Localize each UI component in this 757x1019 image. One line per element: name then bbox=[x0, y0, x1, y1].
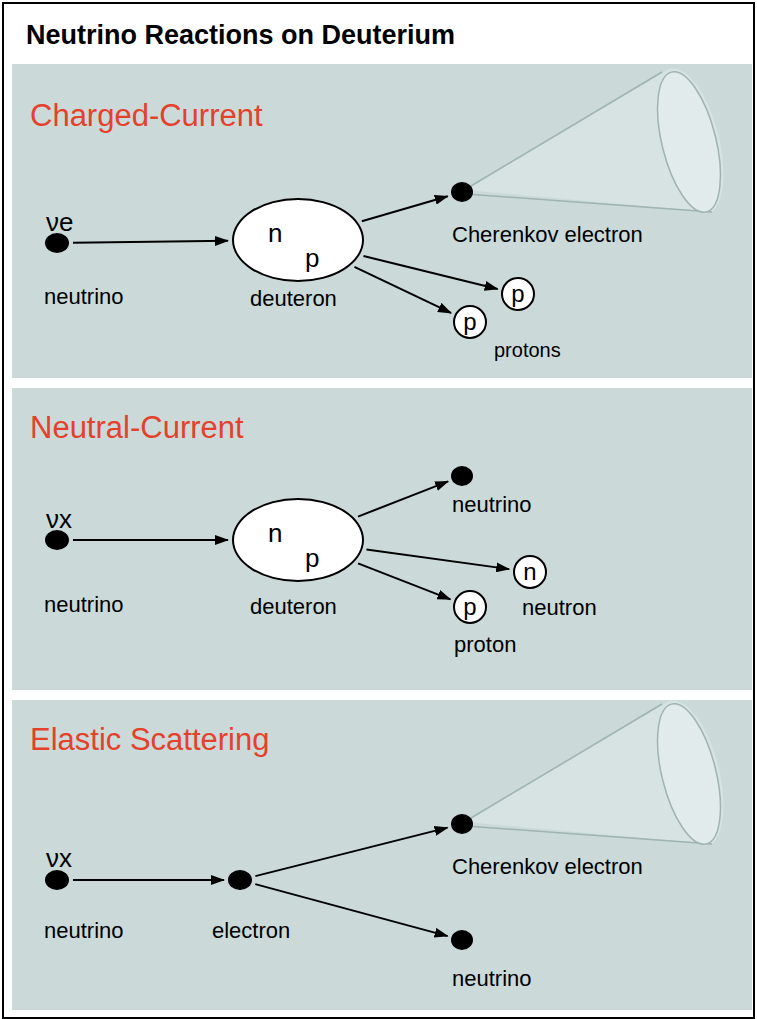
reaction-arrow bbox=[255, 884, 447, 936]
reaction-arrow bbox=[366, 549, 509, 569]
reaction-arrow bbox=[354, 267, 451, 313]
particle-label: protons bbox=[494, 338, 561, 362]
particle-label: n bbox=[268, 218, 282, 248]
particle-label: proton bbox=[454, 632, 516, 658]
particle-label: electron bbox=[212, 918, 290, 944]
cherenkov-cone bbox=[466, 698, 733, 851]
particle-label: Cherenkov electron bbox=[452, 854, 643, 880]
cherenkov-cone bbox=[466, 66, 733, 219]
particle-label: neutrino bbox=[44, 592, 124, 618]
particle-label: p bbox=[305, 543, 319, 573]
particle-letter: n bbox=[515, 557, 545, 587]
reaction-arrow bbox=[73, 539, 228, 541]
particle-label: neutrino bbox=[44, 284, 124, 310]
proton-circle: pprotons bbox=[453, 305, 487, 339]
neutrino-dot: νeneutrino bbox=[45, 233, 69, 253]
reaction-arrow bbox=[363, 256, 497, 289]
particle-label: deuteron bbox=[250, 286, 337, 312]
proton-circle: p bbox=[501, 277, 535, 311]
particle-label: p bbox=[305, 243, 319, 273]
particle-label: neutron bbox=[522, 595, 597, 621]
proton-circle: pproton bbox=[453, 590, 487, 624]
particle-label: νx bbox=[46, 504, 72, 534]
deuteron-ellipse: npdeuteron bbox=[232, 198, 364, 282]
panel-heading: Elastic Scattering bbox=[30, 722, 270, 758]
particle-label: n bbox=[268, 518, 282, 548]
reaction-arrow bbox=[255, 828, 447, 876]
electron-dot: Cherenkov electron bbox=[451, 814, 473, 834]
particle-letter: p bbox=[503, 279, 533, 309]
electron-dot: Cherenkov electron bbox=[451, 182, 473, 202]
reaction-arrow bbox=[73, 879, 224, 881]
particle-label: neutrino bbox=[44, 918, 124, 944]
neutron-circle: nneutron bbox=[513, 555, 547, 589]
reaction-arrow bbox=[73, 241, 228, 243]
neutrino-dot: νxneutrino bbox=[45, 530, 69, 550]
particle-letter: p bbox=[455, 592, 485, 622]
particle-label: νx bbox=[46, 843, 72, 873]
particle-letter: p bbox=[455, 307, 485, 337]
reaction-arrow bbox=[362, 196, 448, 221]
electron-dot: electron bbox=[228, 870, 252, 890]
panel-heading: Charged-Current bbox=[30, 98, 263, 134]
particle-label: neutrino bbox=[452, 492, 532, 518]
panel-heading: Neutral-Current bbox=[30, 410, 244, 446]
particle-label: Cherenkov electron bbox=[452, 222, 643, 248]
deuteron-ellipse: npdeuteron bbox=[232, 498, 364, 582]
reaction-arrow bbox=[358, 563, 450, 599]
neutrino-dot: νxneutrino bbox=[45, 870, 69, 890]
reaction-arrow bbox=[358, 481, 448, 516]
neutrino-dot: neutrino bbox=[451, 930, 473, 950]
neutrino-dot: neutrino bbox=[451, 466, 473, 486]
particle-label: deuteron bbox=[250, 594, 337, 620]
diagram-title: Neutrino Reactions on Deuterium bbox=[26, 20, 455, 51]
particle-label: νe bbox=[46, 207, 73, 237]
particle-label: neutrino bbox=[452, 966, 532, 992]
